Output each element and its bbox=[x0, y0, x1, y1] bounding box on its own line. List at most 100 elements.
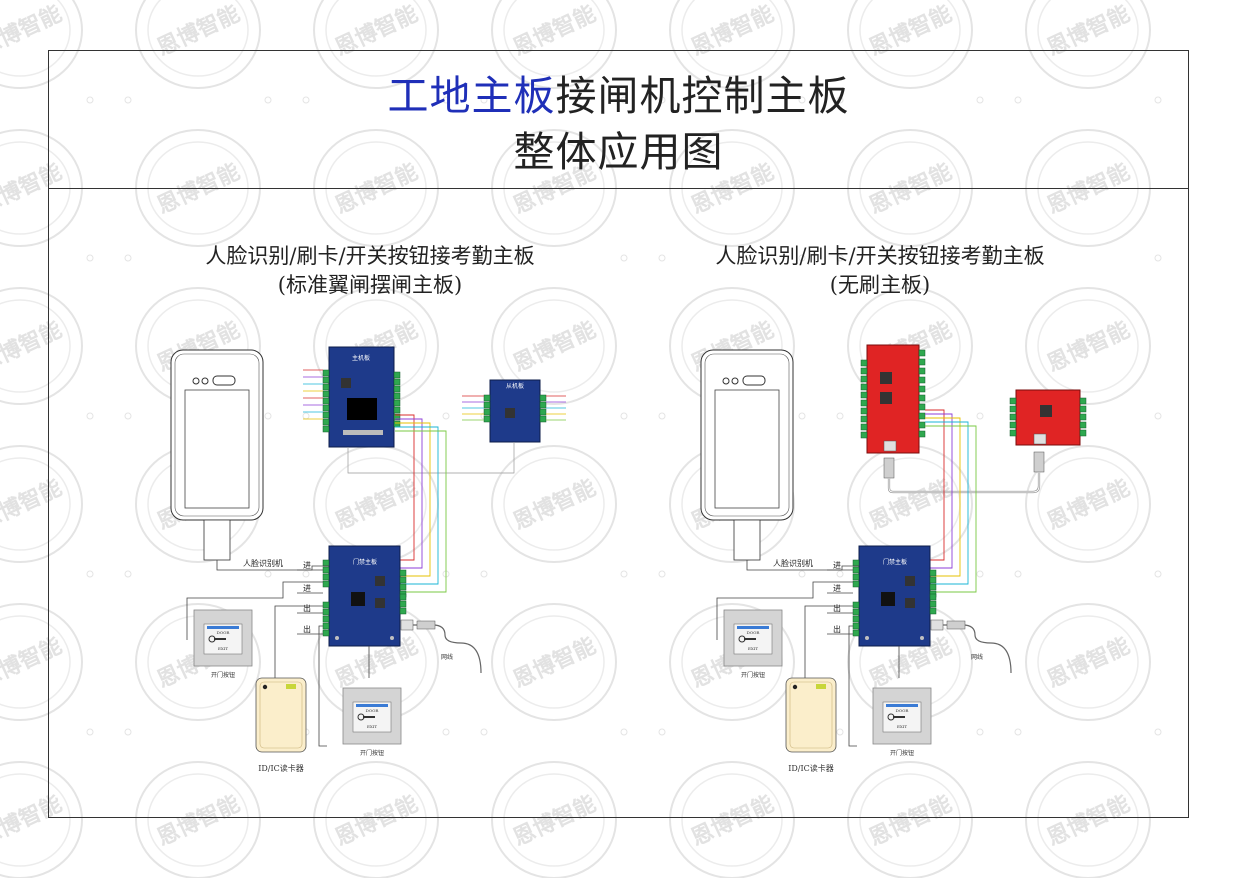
chip bbox=[905, 576, 915, 586]
chip bbox=[341, 378, 351, 388]
chip bbox=[375, 576, 385, 586]
mount-hole bbox=[865, 636, 869, 640]
terminal-block bbox=[852, 566, 860, 574]
mount-hole bbox=[335, 636, 339, 640]
door-board-label: 门禁主板 bbox=[883, 558, 907, 566]
terminal-block bbox=[393, 371, 401, 379]
in-label-1: 进 bbox=[303, 561, 311, 570]
terminal-block bbox=[322, 425, 330, 433]
exit-button-label: 开门按钮 bbox=[890, 749, 914, 757]
network-cable bbox=[943, 624, 1012, 674]
key-icon bbox=[214, 638, 226, 640]
terminal-block bbox=[1079, 413, 1087, 421]
terminal-block bbox=[322, 376, 330, 384]
card-reader-label: ID/IC读卡器 bbox=[258, 763, 304, 773]
exit-button-label: 开门按钮 bbox=[741, 671, 765, 679]
terminal-block bbox=[918, 430, 926, 438]
terminal-block bbox=[918, 421, 926, 429]
control-board-1 bbox=[866, 344, 920, 454]
card-reader: ID/IC读卡器 bbox=[785, 677, 837, 773]
terminal-block bbox=[483, 408, 491, 416]
exit-button-top-text: DOOR bbox=[366, 708, 380, 713]
chip bbox=[1040, 405, 1052, 417]
terminal-block bbox=[322, 580, 330, 588]
out-label-2: 出 bbox=[833, 624, 841, 634]
face-device-screen bbox=[714, 389, 780, 509]
terminal-block bbox=[918, 367, 926, 375]
pin-header bbox=[343, 430, 383, 435]
terminal-block bbox=[322, 559, 330, 567]
network-label: 网线 bbox=[441, 653, 453, 661]
terminal-block bbox=[860, 367, 868, 375]
terminal-block bbox=[539, 401, 547, 409]
terminal-block bbox=[483, 394, 491, 402]
network-cable bbox=[413, 624, 482, 674]
terminal-block bbox=[918, 358, 926, 366]
chip bbox=[351, 592, 365, 606]
terminal-block bbox=[393, 413, 401, 421]
terminal-block bbox=[918, 376, 926, 384]
terminal-block bbox=[399, 607, 407, 615]
terminal-block bbox=[929, 607, 937, 615]
indicator-led bbox=[792, 684, 798, 690]
exit-button-top-text: DOOR bbox=[217, 630, 231, 635]
network-label: 网线 bbox=[971, 653, 983, 661]
terminal-block bbox=[483, 415, 491, 423]
door-board-label: 门禁主板 bbox=[353, 558, 377, 566]
in-label-2: 进 bbox=[833, 584, 841, 593]
rj45-plug bbox=[1033, 451, 1045, 473]
terminal-block bbox=[322, 573, 330, 581]
chip bbox=[880, 372, 892, 384]
chip bbox=[880, 392, 892, 404]
signal-wire bbox=[925, 425, 977, 593]
terminal-block bbox=[393, 385, 401, 393]
terminal-block bbox=[852, 580, 860, 588]
exit-button-bottom-text: EXIT bbox=[748, 646, 758, 651]
title-divider bbox=[48, 188, 1189, 189]
terminal-block bbox=[322, 629, 330, 637]
terminal-block bbox=[399, 576, 407, 584]
rj45-plug bbox=[946, 620, 966, 630]
chip bbox=[505, 408, 515, 418]
terminal-block bbox=[852, 573, 860, 581]
terminal-block bbox=[860, 415, 868, 423]
terminal-block bbox=[483, 401, 491, 409]
chip bbox=[881, 592, 895, 606]
exit-button-stripe bbox=[356, 704, 388, 707]
terminal-block bbox=[918, 412, 926, 420]
terminal-block bbox=[1009, 413, 1017, 421]
card-reader-body bbox=[785, 677, 837, 753]
terminal-block bbox=[322, 383, 330, 391]
terminal-block bbox=[860, 375, 868, 383]
signal-wire bbox=[395, 414, 415, 561]
face-device-label: 人脸识别机 bbox=[243, 558, 283, 568]
status-light bbox=[816, 684, 826, 689]
face-device-screen bbox=[184, 389, 250, 509]
terminal-block bbox=[1079, 421, 1087, 429]
exit-button-stripe bbox=[207, 626, 239, 629]
terminal-block bbox=[399, 600, 407, 608]
face-device-stand bbox=[733, 519, 761, 561]
terminal-block bbox=[1009, 405, 1017, 413]
terminal-block bbox=[393, 399, 401, 407]
terminal-block bbox=[860, 399, 868, 407]
terminal-block bbox=[322, 369, 330, 377]
status-light bbox=[286, 684, 296, 689]
exit-button-wire bbox=[848, 625, 857, 747]
terminal-block bbox=[1009, 429, 1017, 437]
terminal-block bbox=[918, 385, 926, 393]
exit-button-bottom-text: EXIT bbox=[897, 724, 907, 729]
terminal-block bbox=[852, 622, 860, 630]
terminal-block bbox=[929, 593, 937, 601]
rj45-port bbox=[930, 619, 944, 631]
out-label-2: 出 bbox=[303, 624, 311, 634]
terminal-block bbox=[929, 583, 937, 591]
host-board-label: 主机板 bbox=[352, 354, 370, 362]
terminal-block bbox=[322, 411, 330, 419]
indicator-led bbox=[262, 684, 268, 690]
key-icon bbox=[893, 716, 905, 718]
